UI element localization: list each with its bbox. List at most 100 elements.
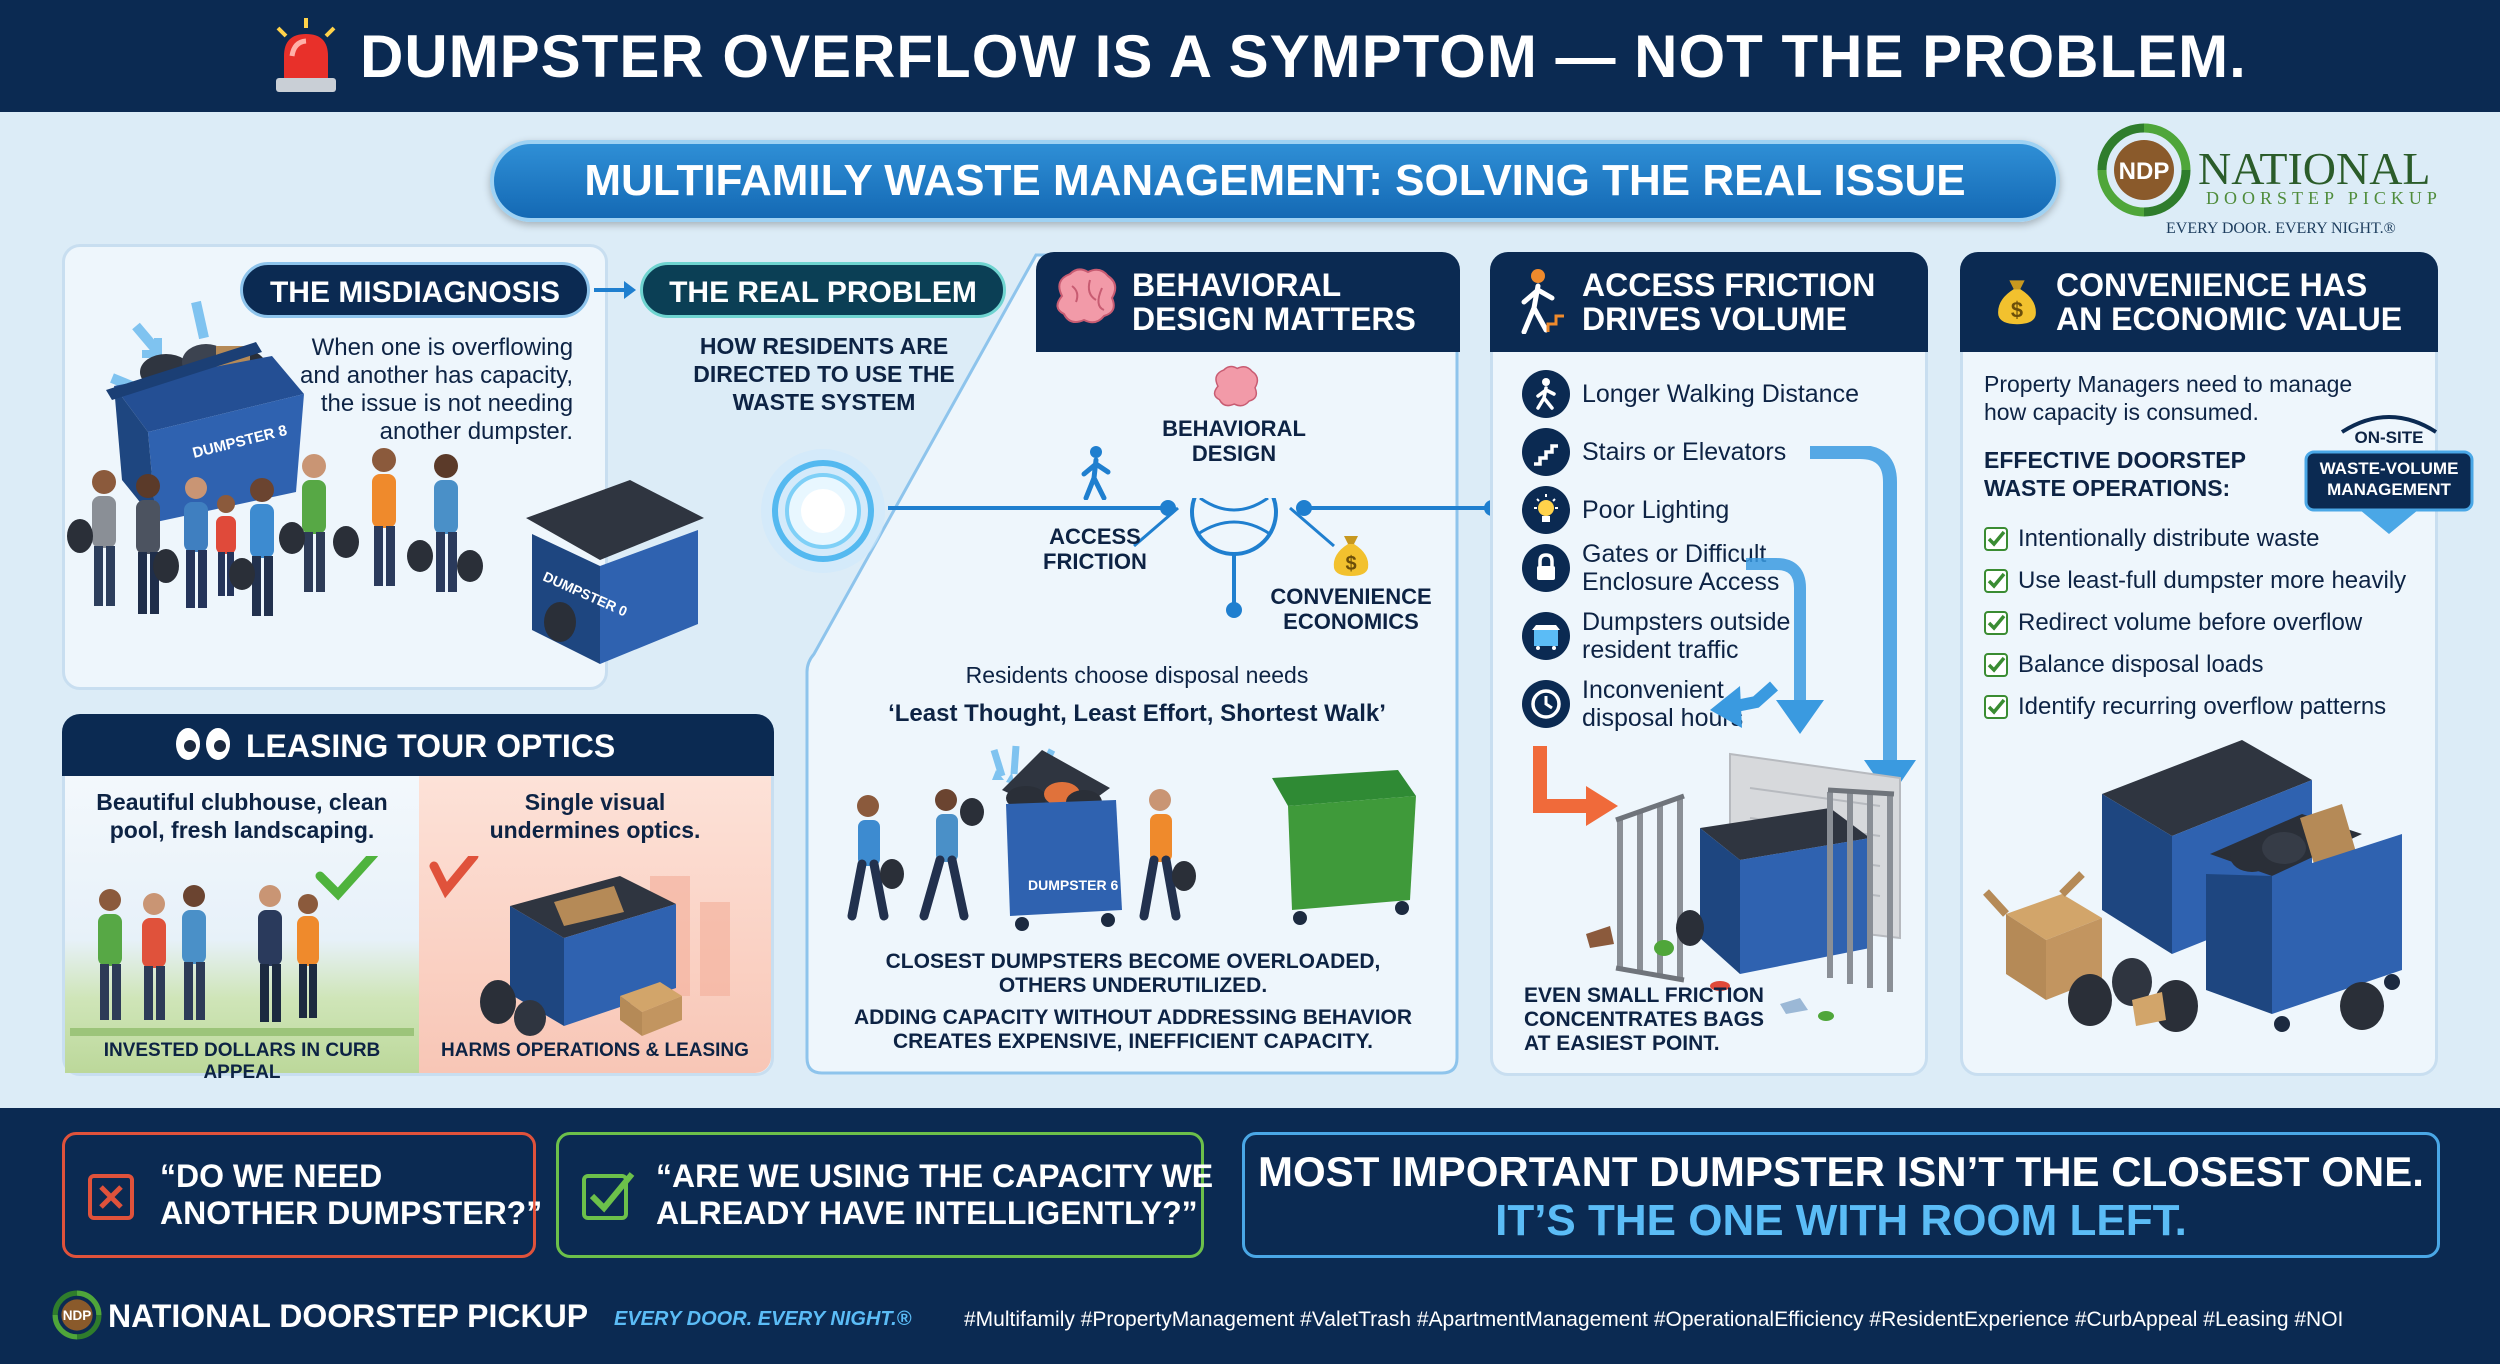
- checkmark-icon: [1984, 569, 2008, 593]
- convenience-econ-label: CONVENIENCE ECONOMICS: [1246, 584, 1456, 634]
- behavioral-title-line: BEHAVIORAL: [1132, 267, 1342, 303]
- arrow-right-icon: [594, 278, 638, 302]
- leasing-left-text: Beautiful clubhouse, clean pool, fresh l…: [66, 788, 418, 844]
- money-bag-icon: $: [1330, 528, 1372, 578]
- leasing-right-text: Single visual undermines optics.: [420, 788, 770, 844]
- center-label-line: BEHAVIORAL: [1162, 416, 1306, 441]
- footer-ndp-logo-icon[interactable]: NDP: [52, 1290, 102, 1340]
- person-stairs-icon: [1516, 268, 1566, 334]
- access-title-line: ACCESS FRICTION: [1582, 267, 1876, 303]
- leasing-left-scene: [65, 776, 419, 1073]
- real-problem-label: THE REAL PROBLEM: [640, 262, 1006, 318]
- checklist-text: Use least-full dumpster more heavily: [2018, 567, 2407, 594]
- leasing-right-caption: HARMS OPERATIONS & LEASING: [441, 1040, 749, 1061]
- access-item-hours: Inconvenient disposal hours: [1582, 676, 1743, 732]
- behavioral-bottom-line: CLOSEST DUMPSTERS BECOME OVERLOADED,: [885, 950, 1381, 973]
- misdiag-line: and another has capacity,: [300, 362, 574, 389]
- logo-name: NATIONAL: [2198, 143, 2431, 194]
- convenience-intro: Property Managers need to manage how cap…: [1984, 370, 2352, 426]
- real-problem-line: WASTE SYSTEM: [732, 389, 916, 415]
- walking-person-icon: [1080, 446, 1112, 500]
- checkmark-icon: [1984, 653, 2008, 677]
- money-bag-icon: $: [1994, 270, 2040, 328]
- access-header: [1490, 252, 1928, 352]
- intro-line: how capacity is consumed.: [1984, 399, 2259, 425]
- q2-line: ALREADY HAVE INTELLIGENTLY?”: [656, 1195, 1198, 1231]
- checklist: Intentionally distribute waste Use least…: [1984, 518, 2406, 728]
- real-problem-line: DIRECTED TO USE THE: [693, 361, 955, 387]
- ops-title-line: EFFECTIVE DOORSTEP: [1984, 447, 2246, 473]
- empty-dumpster-illustration: DUMPSTER 0: [520, 474, 710, 674]
- econ-label-line: CONVENIENCE: [1270, 584, 1432, 609]
- access-friction-label: ACCESS FRICTION: [1010, 524, 1180, 574]
- checklist-item: Balance disposal loads: [1984, 644, 2406, 686]
- ops-title: EFFECTIVE DOORSTEP WASTE OPERATIONS:: [1984, 446, 2246, 502]
- question-box-right: [556, 1132, 1204, 1258]
- managed-dumpsters-illustration: [1982, 734, 2422, 1054]
- access-item-gates: Gates or Difficult Enclosure Access: [1582, 540, 1779, 596]
- key-message-line2: IT’S THE ONE WITH ROOM LEFT.: [1495, 1196, 2187, 1245]
- badge-text: WASTE-VOLUME MANAGEMENT: [2300, 458, 2478, 500]
- leasing-right-line: undermines optics.: [489, 817, 701, 843]
- question-right-text: “ARE WE USING THE CAPACITY WE ALREADY HA…: [656, 1158, 1213, 1232]
- econ-label-line: ECONOMICS: [1283, 609, 1419, 634]
- logo-badge-text: NDP: [2119, 158, 2170, 185]
- access-item-lighting: Poor Lighting: [1582, 496, 1730, 524]
- access-bottom-line: AT EASIEST POINT.: [1524, 1032, 1720, 1055]
- behavioral-title: BEHAVIORAL DESIGN MATTERS: [1132, 268, 1416, 336]
- access-title-line: DRIVES VOLUME: [1582, 301, 1847, 337]
- ndp-logo-icon[interactable]: NDP: [2096, 122, 2192, 218]
- access-item-walking: Longer Walking Distance: [1582, 380, 1859, 408]
- disposal-scene-illustration: DUMPSTER 6: [826, 740, 1426, 950]
- dumpster-icon: [1522, 612, 1570, 660]
- checkmark-icon: [1984, 611, 2008, 635]
- center-label-line: DESIGN: [1191, 441, 1277, 466]
- behavioral-center-label: BEHAVIORAL DESIGN: [1124, 416, 1344, 466]
- misdiagnosis-text: When one is overflowing and another has …: [300, 334, 573, 446]
- badge-line: WASTE-VOLUME: [2319, 459, 2459, 478]
- access-bottom-line: EVEN SMALL FRICTION: [1524, 984, 1764, 1007]
- flow-arrows: [1530, 446, 1926, 826]
- checkmark-icon: [1984, 695, 2008, 719]
- misdiagnosis-label: THE MISDIAGNOSIS: [240, 262, 590, 318]
- access-item-stairs: Stairs or Elevators: [1582, 438, 1787, 466]
- misdiag-line: another dumpster.: [379, 418, 574, 445]
- checklist-text: Redirect volume before overflow: [2018, 609, 2363, 636]
- checklist-text: Identify recurring overflow patterns: [2018, 693, 2387, 720]
- eyes-icon: [174, 726, 232, 762]
- question-wrong-text: “DO WE NEED ANOTHER DUMPSTER?”: [160, 1158, 542, 1232]
- behavioral-bottom-line: CREATES EXPENSIVE, INEFFICIENT CAPACITY.: [893, 1030, 1373, 1053]
- choose-text: Residents choose disposal needs: [965, 662, 1309, 688]
- footer-hashtags: #Multifamily #PropertyManagement #ValetT…: [964, 1308, 2344, 1331]
- checklist-text: Balance disposal loads: [2018, 651, 2264, 678]
- messy-dumpster-illustration: [424, 856, 768, 1042]
- badge-top-text: ON-SITE: [2354, 428, 2424, 447]
- leasing-left-line: Beautiful clubhouse, clean: [96, 789, 388, 815]
- ops-title-line: WASTE OPERATIONS:: [1984, 475, 2231, 501]
- leasing-right-line: Single visual: [524, 789, 666, 815]
- checklist-text: Intentionally distribute waste: [2018, 525, 2320, 552]
- key-message-line1: MOST IMPORTANT DUMPSTER ISN’T THE CLOSES…: [1258, 1148, 2424, 1195]
- access-item-outside: Dumpsters outside resident traffic: [1582, 608, 1790, 664]
- access-outside-line: Dumpsters outside: [1582, 608, 1791, 636]
- checklist-item: Identify recurring overflow patterns: [1984, 686, 2406, 728]
- real-problem-text: HOW RESIDENTS ARE DIRECTED TO USE THE WA…: [684, 332, 964, 416]
- quote-text: ‘Least Thought, Least Effort, Shortest W…: [888, 700, 1386, 727]
- page-title: DUMPSTER OVERFLOW IS A SYMPTOM — NOT THE…: [360, 23, 2247, 90]
- access-bottom-text: EVEN SMALL FRICTION CONCENTRATES BAGS AT…: [1524, 984, 1764, 1056]
- convenience-header: [1960, 252, 2438, 352]
- key-message-box: [1242, 1132, 2440, 1258]
- footer-brand-name: NATIONAL DOORSTEP PICKUP: [108, 1298, 589, 1334]
- misdiag-line: the issue is not needing: [320, 390, 574, 417]
- question-box-wrong: [62, 1132, 536, 1258]
- access-title: ACCESS FRICTION DRIVES VOLUME: [1582, 268, 1875, 336]
- access-hours-line: Inconvenient: [1582, 676, 1724, 704]
- svg-text:$: $: [1345, 553, 1356, 575]
- logo-tagline: EVERY DOOR. EVERY NIGHT.®: [2166, 220, 2396, 237]
- on-site-badge: [2300, 408, 2478, 538]
- leasing-tour-people-illustration: [70, 856, 414, 1042]
- subtitle-text: MULTIFAMILY WASTE MANAGEMENT: SOLVING TH…: [584, 156, 1966, 205]
- leasing-left-line: pool, fresh landscaping.: [109, 817, 375, 843]
- misdiag-line: When one is overflowing: [311, 334, 574, 361]
- access-label-line: FRICTION: [1043, 549, 1147, 574]
